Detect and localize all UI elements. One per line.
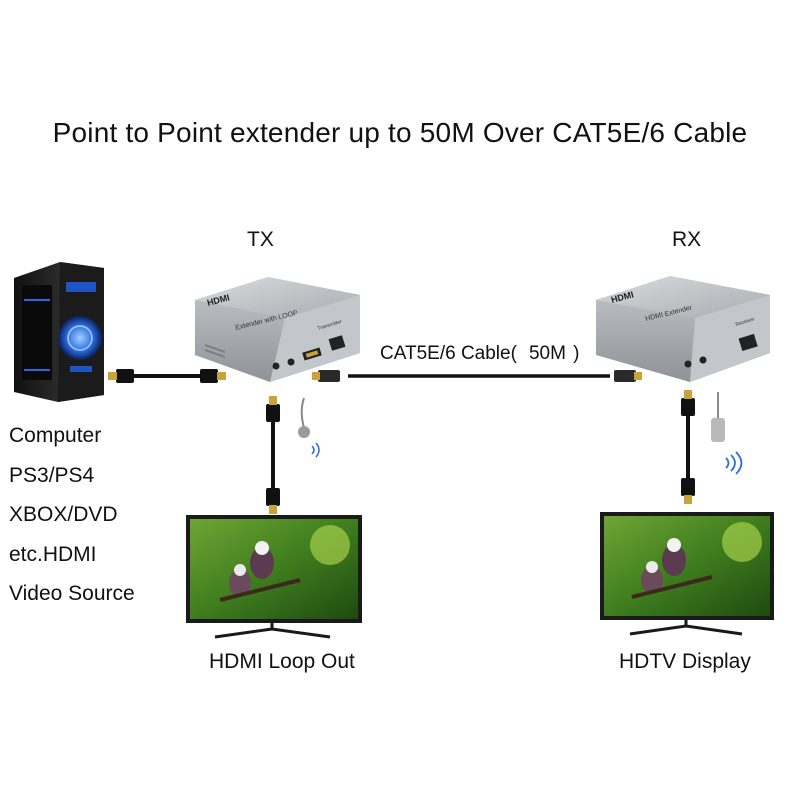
loop-out-caption: HDMI Loop Out: [209, 650, 355, 673]
source-item-ps: PS3/PS4: [9, 463, 95, 487]
source-item-xbox: XBOX/DVD: [9, 503, 118, 526]
ir-emitter-rx-icon: [711, 392, 743, 475]
hdmi-cable-loop-out: [266, 396, 280, 514]
tx-transmitter-device: HDMI Extender with LOOP Transmitter: [195, 277, 360, 382]
rx-role: Receiver: [735, 316, 756, 328]
ir-receiver-tx-icon: [298, 397, 320, 458]
source-list: Computer PS3/PS4 XBOX/DVD etc.HDMI Video…: [9, 416, 135, 614]
cable-label: CAT5E/6 Cable( 50M ): [380, 343, 580, 365]
source-item-video: Video Source: [9, 582, 135, 605]
source-item-hdmi: etc.HDMI: [9, 542, 97, 566]
rx-receiver-device: HDMI HDMI Extender Receiver: [596, 276, 770, 382]
cat-cable: [312, 370, 642, 382]
hdmi-cable-source: [108, 369, 226, 383]
tx-label: TX: [247, 228, 274, 251]
cable-length: 50M: [528, 343, 566, 364]
page-title: Point to Point extender up to 50M Over C…: [52, 117, 748, 148]
hdmi-cable-display: [681, 390, 695, 504]
rx-label: RX: [672, 228, 702, 251]
loop-out-tv-icon: [186, 515, 362, 639]
display-caption: HDTV Display: [619, 650, 751, 673]
hdtv-display-icon: [600, 512, 774, 636]
cable-type: CAT5E/6 Cable(: [380, 343, 517, 364]
computer-tower-icon: [14, 262, 104, 402]
cable-close: ): [567, 343, 580, 364]
source-item-computer: Computer: [9, 424, 102, 447]
